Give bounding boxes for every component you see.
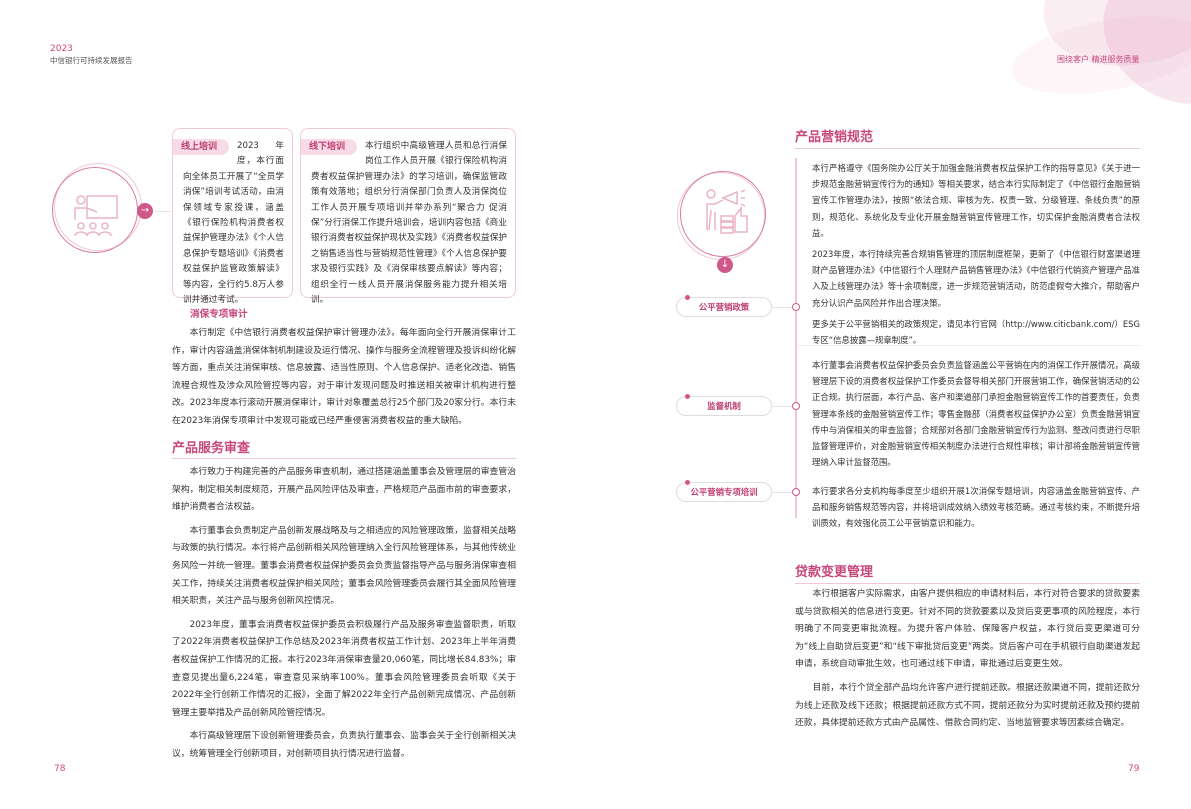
teacher-presentation-icon [52, 167, 138, 253]
review-title: 产品服务审查 [172, 441, 251, 456]
divider [797, 345, 1140, 346]
connector-line [772, 406, 792, 407]
paragraph: 目前，本行个贷全部产品均允许客户进行提前还款。根据还款渠道不同，提前还款分为线上… [795, 682, 1140, 729]
card-text: 本行组织中高级管理人员和总行消保岗位工作人员开展《银行保险机构消费者权益保护管理… [311, 141, 507, 306]
training-text: 本行要求各分支机构每季度至少组织开展1次消保专题培训，内容涵盖金融营销宣传、产品… [812, 483, 1140, 537]
connector-line [772, 492, 792, 493]
label-supervision: 监督机制 [676, 394, 772, 416]
timeline-node [792, 303, 800, 311]
section-title: 围绕客户 精进服务质量 [1057, 55, 1140, 64]
arrow-down-icon: ↓ [717, 257, 733, 273]
divider [172, 458, 516, 459]
paragraph: 2023年度，董事会消费者权益保护委员会积极履行产品及服务审查监督职责，听取了2… [172, 619, 516, 718]
megaphone-person-icon [680, 171, 766, 257]
connector-line [155, 211, 171, 212]
offline-training-card: 线下培训 本行组织中高级管理人员和总行消保岗位工作人员开展《银行保险机构消费者权… [300, 128, 516, 305]
paragraph: 本行致力于构建完善的产品服务审查机制，通过搭建涵盖董事会及管理层的审查管治架构，… [172, 467, 516, 513]
marketing-title: 产品营销规范 [795, 130, 874, 145]
pill-label: 监督机制 [707, 401, 741, 411]
audit-title: 消保专项审计 [190, 309, 248, 320]
policy-text: 本行严格遵守《国务院办公厅关于加强金融消费者权益保护工作的指导意见》《关于进一步… [812, 160, 1140, 353]
card-tag: 线下培训 [301, 139, 358, 155]
page-number-right: 79 [1128, 764, 1140, 774]
audit-body: 本行制定《中信银行消费者权益保护审计管理办法》，每年面向全行开展消保审计工作，审… [172, 325, 516, 437]
report-year: 2023 [50, 44, 73, 54]
paragraph: 本行董事会消费者权益保护委员会负责监督涵盖公平营销在内的消保工作开展情况，高级管… [812, 360, 1140, 468]
connector-line [772, 307, 792, 308]
divider [795, 583, 1140, 584]
page-number-left: 78 [54, 764, 66, 774]
timeline-node [792, 402, 800, 410]
label-marketing-training: 公平营销专项培训 [676, 480, 772, 502]
paragraph: 本行高级管理层下设创新管理委员会，负责执行董事会、监事会关于全行创新相关决议，统… [172, 731, 516, 759]
divider [795, 148, 1140, 149]
paragraph: 本行制定《中信银行消费者权益保护审计管理办法》，每年面向全行开展消保审计工作，审… [172, 328, 516, 426]
pill-label: 公平营销政策 [698, 302, 750, 312]
report-title: 中信银行可持续发展报告 [50, 56, 133, 65]
arrow-right-icon: → [137, 203, 153, 219]
loan-title: 贷款变更管理 [795, 565, 874, 580]
paragraph: 本行严格遵守《国务院办公厅关于加强金融消费者权益保护工作的指导意见》《关于进一步… [812, 163, 1140, 238]
online-training-card: 线上培训 2023年度，本行面向全体员工开展了“全员学消保”培训考试活动，由消保… [172, 128, 293, 305]
card-tag: 线上培训 [173, 139, 230, 155]
review-body: 本行致力于构建完善的产品服务审查机制，通过搭建涵盖董事会及管理层的审查管治架构，… [172, 464, 516, 770]
supervision-text: 本行董事会消费者权益保护委员会负责监督涵盖公平营销在内的消保工作开展情况，高级管… [812, 357, 1140, 475]
label-fair-marketing-policy: 公平营销政策 [676, 295, 772, 317]
paragraph: 2023年度，本行持续完善合规销售管理的顶层制度框架，更新了《中信银行财富渠道理… [812, 249, 1140, 308]
loan-body: 本行根据客户实际需求，由客户提供相应的申请材料后，本行对符合要求的贷款要素或与贷… [795, 586, 1140, 739]
paragraph: 本行要求各分支机构每季度至少组织开展1次消保专题培训，内容涵盖金融营销宣传、产品… [812, 486, 1140, 529]
paragraph: 本行董事会负责制定产品创新发展战略及与之相适应的风险管理政策，监督相关战略与政策… [172, 525, 516, 607]
paragraph: 本行根据客户实际需求，由客户提供相应的申请材料后，本行对符合要求的贷款要素或与贷… [795, 589, 1140, 670]
paragraph: 更多关于公平营销相关的政策规定，请见本行官网（http://www.citicb… [812, 318, 1140, 346]
timeline-bar [795, 158, 797, 518]
card-text: 2023年度，本行面向全体员工开展了“全员学消保”培训考试活动，由消保领域专家授… [183, 141, 284, 306]
timeline-node [792, 488, 800, 496]
pill-label: 公平营销专项培训 [690, 487, 758, 497]
